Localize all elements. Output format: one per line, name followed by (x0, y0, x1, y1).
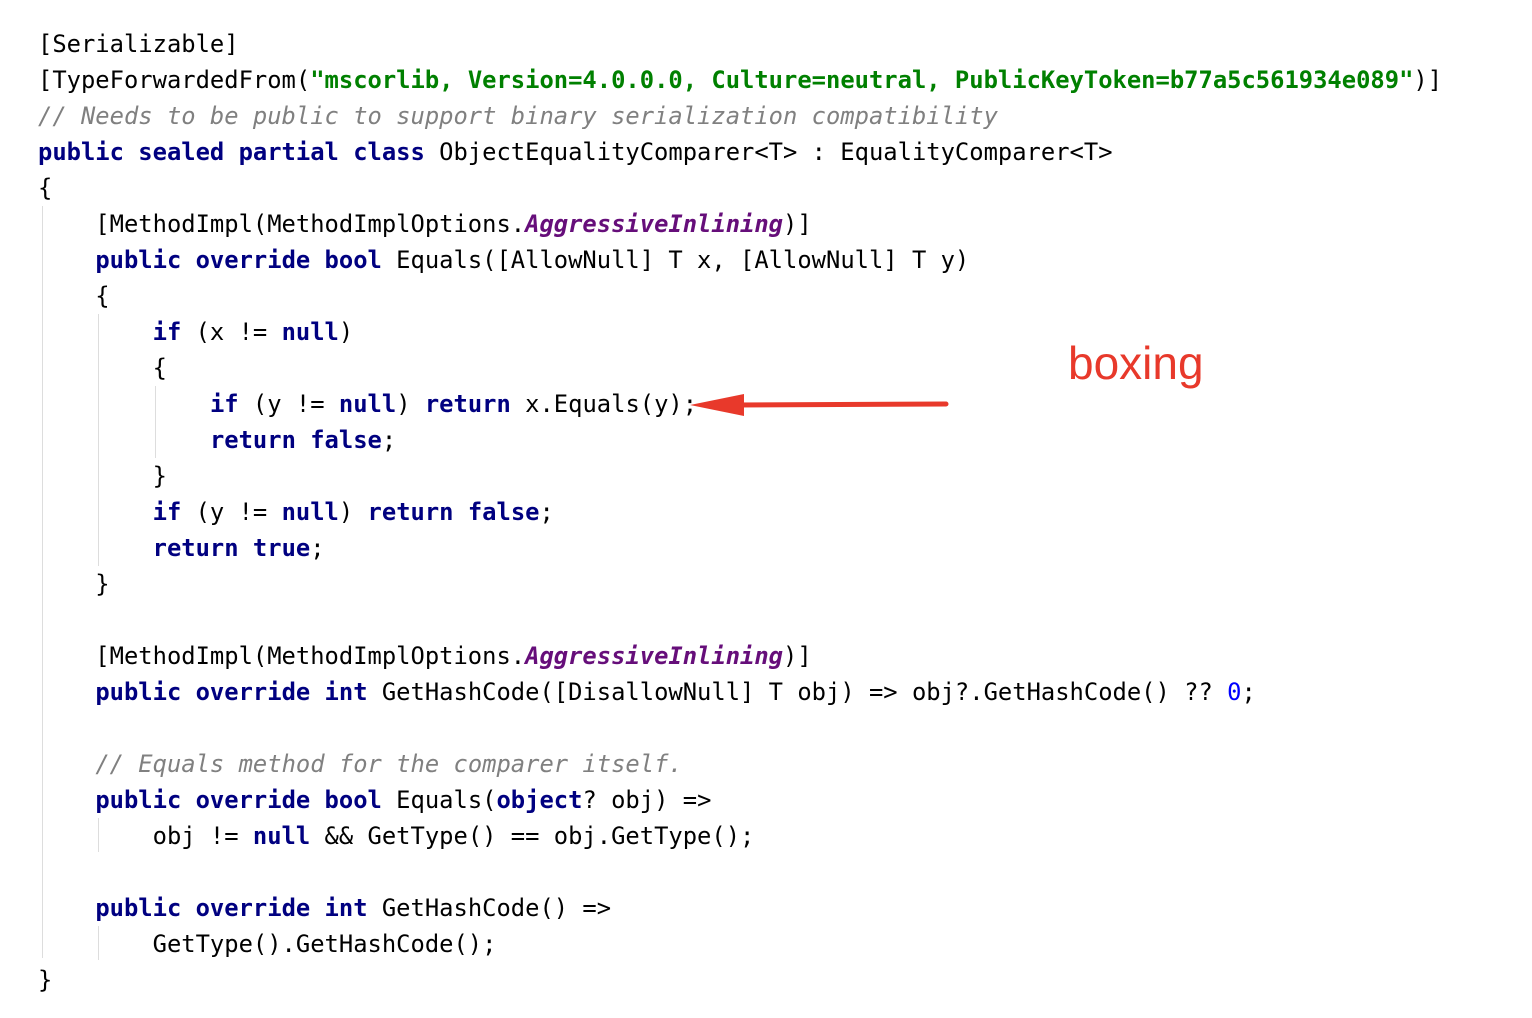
code-token: public sealed partial class (38, 138, 425, 166)
annotation-label: boxing (1068, 337, 1204, 389)
code-token: return false (367, 498, 540, 526)
code-block: [Serializable] [TypeForwardedFrom("mscorl… (38, 26, 1442, 998)
code-token: )] (1413, 66, 1443, 94)
code-token: ) (338, 318, 354, 346)
code-line: // Equals method for the comparer itself… (38, 746, 1442, 782)
code-token: public override bool (95, 786, 382, 814)
code-token: if (152, 498, 182, 526)
code-token: if (209, 390, 239, 418)
code-token: ; (1241, 678, 1256, 706)
code-line: GetType().GetHashCode(); (38, 926, 1442, 962)
code-line: public override int GetHashCode() => (38, 890, 1442, 926)
code-line: return true; (38, 530, 1442, 566)
code-token: null (281, 318, 339, 346)
code-token: ; (381, 426, 397, 454)
code-line: public override bool Equals([AllowNull] … (38, 242, 1442, 278)
code-token: { (38, 282, 110, 310)
code-token: null (281, 498, 339, 526)
code-token: { (38, 174, 53, 202)
code-line: public override bool Equals(object? obj)… (38, 782, 1442, 818)
code-line: [MethodImpl(MethodImplOptions.Aggressive… (38, 206, 1442, 242)
indent-guide (98, 314, 99, 566)
code-token: return true (152, 534, 311, 562)
code-token: return false (209, 426, 382, 454)
indent-guide (42, 206, 43, 958)
code-token: [Serializable] (38, 30, 239, 58)
code-token: (x != (181, 318, 282, 346)
code-token: ; (539, 498, 554, 526)
code-line: // Needs to be public to support binary … (38, 98, 1442, 134)
code-token: ) (338, 498, 368, 526)
code-token: null (252, 822, 311, 850)
code-line: { (38, 350, 1442, 386)
code-token: ObjectEqualityComparer<T> : EqualityComp… (424, 138, 1113, 166)
code-token: AggressiveInlining (525, 210, 784, 238)
arrow-shaft (732, 401, 949, 408)
code-token: ) (396, 390, 425, 418)
code-token: ? obj) => (582, 786, 712, 814)
code-token: if (152, 318, 182, 346)
code-line: [TypeForwardedFrom("mscorlib, Version=4.… (38, 62, 1442, 98)
code-token: [TypeForwardedFrom( (38, 66, 311, 94)
code-token: GetType().GetHashCode(); (38, 930, 497, 958)
code-line: if (y != null) return x.Equals(y); (38, 386, 1442, 422)
code-token: [MethodImpl(MethodImplOptions. (38, 642, 526, 670)
code-token: (y != (181, 498, 282, 526)
indent-guide (155, 386, 156, 458)
code-token: { (38, 354, 167, 382)
code-token: public override bool (95, 246, 382, 274)
code-line: [Serializable] (38, 26, 1442, 62)
code-token: public override int (95, 894, 368, 922)
code-line: { (38, 278, 1442, 314)
code-token: public override int (95, 678, 368, 706)
code-token: )] (783, 642, 812, 670)
code-token: object (496, 786, 583, 814)
code-token: )] (783, 210, 812, 238)
code-token: [MethodImpl(MethodImplOptions. (38, 210, 526, 238)
code-line: if (x != null) (38, 314, 1442, 350)
code-token: x.Equals(y); (510, 390, 698, 418)
code-line: if (y != null) return false; (38, 494, 1442, 530)
code-token: } (38, 462, 167, 490)
code-line: } (38, 458, 1442, 494)
code-token: ; (310, 534, 325, 562)
code-token: GetHashCode([DisallowNull] T obj) => obj… (367, 678, 1228, 706)
code-token: Equals([AllowNull] T x, [AllowNull] T y) (381, 246, 970, 274)
code-token: null (338, 390, 397, 418)
code-token: } (38, 966, 53, 994)
code-token: // Equals method for the comparer itself… (95, 750, 683, 778)
arrow-head (690, 394, 744, 416)
code-line: { (38, 170, 1442, 206)
code-token: Equals( (381, 786, 497, 814)
code-token: AggressiveInlining (525, 642, 784, 670)
code-token: "mscorlib, Version=4.0.0.0, Culture=neut… (310, 66, 1414, 94)
code-token: return (424, 390, 511, 418)
code-line: public sealed partial class ObjectEquali… (38, 134, 1442, 170)
code-token: // Needs to be public to support binary … (38, 102, 998, 130)
code-token: 0 (1227, 678, 1242, 706)
code-line: } (38, 566, 1442, 602)
code-line: obj != null && GetType() == obj.GetType(… (38, 818, 1442, 854)
code-token: GetHashCode() => (367, 894, 612, 922)
indent-guide (98, 926, 99, 960)
code-token: && GetType() == obj.GetType(); (310, 822, 755, 850)
code-token: } (38, 570, 110, 598)
code-line: public override int GetHashCode([Disallo… (38, 674, 1442, 710)
code-line: return false; (38, 422, 1442, 458)
code-line: } (38, 962, 1442, 998)
code-token: obj != (38, 822, 253, 850)
code-line: [MethodImpl(MethodImplOptions.Aggressive… (38, 638, 1442, 674)
code-token: (y != (238, 390, 339, 418)
indent-guide (98, 818, 99, 852)
